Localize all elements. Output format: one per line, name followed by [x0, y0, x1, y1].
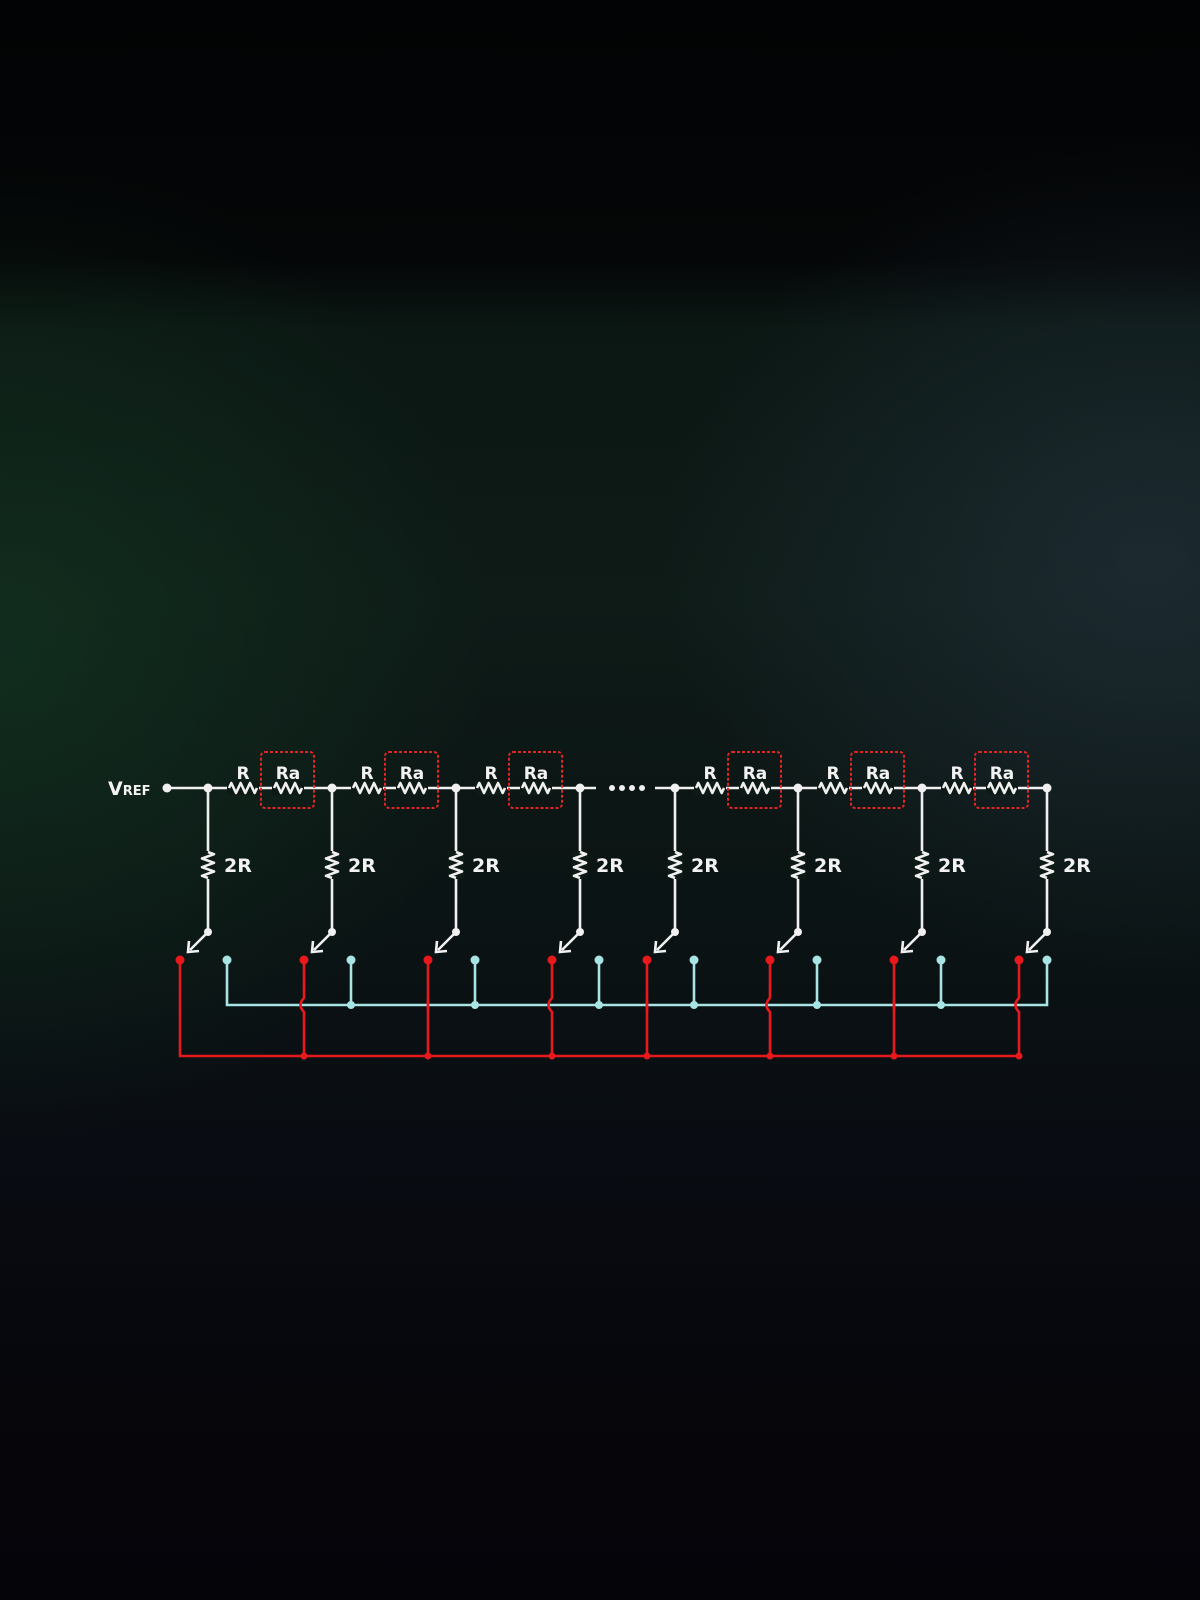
resistor-ra-label: Ra [276, 764, 301, 784]
bus-b-junction [347, 1001, 355, 1009]
ra-highlight-box [384, 751, 439, 809]
resistor-2r-label: 2R [814, 855, 842, 877]
switch-arm [903, 931, 923, 951]
contact-b [1042, 955, 1052, 965]
resistor-r [817, 781, 849, 795]
resistor-r-label: R [950, 764, 963, 784]
resistor-r-label: R [703, 764, 716, 784]
resistor-2r [667, 850, 683, 880]
resistor-ra [862, 781, 894, 795]
resistor-r [475, 781, 507, 795]
bus-a-drop-hop [547, 960, 554, 1056]
switch-arrow-icon [900, 940, 914, 954]
bus-b-junction [595, 1001, 603, 1009]
bus-a-junction [890, 1052, 898, 1060]
resistor-2r [448, 850, 464, 880]
resistor-2r-label: 2R [472, 855, 500, 877]
resistor-2r [572, 850, 588, 880]
resistor-r [941, 781, 973, 795]
switch-arrow-icon [186, 940, 200, 954]
ellipsis-dot [639, 785, 645, 791]
switch-arrow-icon [776, 940, 790, 954]
resistor-2r [790, 850, 806, 880]
bus-a-drop-hop [1014, 960, 1021, 1056]
bus-b-line [225, 960, 1049, 1007]
resistor-r-label: R [360, 764, 373, 784]
ellipsis-dot [629, 785, 635, 791]
switch-arrow-icon [1025, 940, 1039, 954]
ellipsis-dot [609, 785, 615, 791]
resistor-2r-label: 2R [691, 855, 719, 877]
switch-arm [313, 931, 333, 951]
vref-label: VREF [108, 778, 151, 800]
bus-b-junction [471, 1001, 479, 1009]
ra-highlight-box [974, 751, 1029, 809]
bus-a-junction [424, 1052, 432, 1060]
switch-arm [656, 931, 676, 951]
resistor-ra [986, 781, 1018, 795]
switch-arm [189, 931, 209, 951]
resistor-ra-label: Ra [743, 764, 768, 784]
resistor-r [351, 781, 383, 795]
resistor-r-label: R [484, 764, 497, 784]
resistor-2r-label: 2R [938, 855, 966, 877]
resistor-ra-label: Ra [866, 764, 891, 784]
resistor-ra [739, 781, 771, 795]
resistor-2r-label: 2R [1063, 855, 1091, 877]
resistor-2r [324, 850, 340, 880]
contact-b [222, 955, 232, 965]
bus-b-junction [690, 1001, 698, 1009]
resistor-2r [914, 850, 930, 880]
ellipsis-dot [619, 785, 625, 791]
ra-highlight-box [850, 751, 905, 809]
resistor-2r-label: 2R [348, 855, 376, 877]
bus-a-junction [548, 1052, 556, 1060]
switch-arrow-icon [558, 940, 572, 954]
resistor-2r-label: 2R [224, 855, 252, 877]
resistor-ra-label: Ra [400, 764, 425, 784]
resistor-ra-label: Ra [524, 764, 549, 784]
bus-a-line [178, 960, 1019, 1058]
ra-highlight-box [727, 751, 782, 809]
switch-arm [779, 931, 799, 951]
resistor-ra-label: Ra [990, 764, 1015, 784]
switch-arrow-icon [653, 940, 667, 954]
bus-a-junction [643, 1052, 651, 1060]
resistor-r [227, 781, 259, 795]
switch-arrow-icon [434, 940, 448, 954]
switch-arrow-icon [310, 940, 324, 954]
switch-arm [437, 931, 457, 951]
resistor-2r-label: 2R [596, 855, 624, 877]
bus-a-junction [300, 1052, 308, 1060]
resistor-ra [272, 781, 304, 795]
ra-highlight-box [260, 751, 315, 809]
bus-b-junction [937, 1001, 945, 1009]
ra-highlight-box [508, 751, 563, 809]
resistor-2r [1039, 850, 1055, 880]
contact-a [175, 955, 185, 965]
resistor-r [694, 781, 726, 795]
bus-a-drop-hop [299, 960, 306, 1056]
bus-a-junction [1015, 1052, 1023, 1060]
resistor-ra [396, 781, 428, 795]
resistor-r-label: R [826, 764, 839, 784]
bus-a-drop-hop [765, 960, 772, 1056]
bus-a-junction [766, 1052, 774, 1060]
switch-arm [561, 931, 581, 951]
resistor-2r [200, 850, 216, 880]
switch-arm [1028, 931, 1048, 951]
resistor-ra [520, 781, 552, 795]
bus-b-junction [813, 1001, 821, 1009]
resistor-r-label: R [236, 764, 249, 784]
